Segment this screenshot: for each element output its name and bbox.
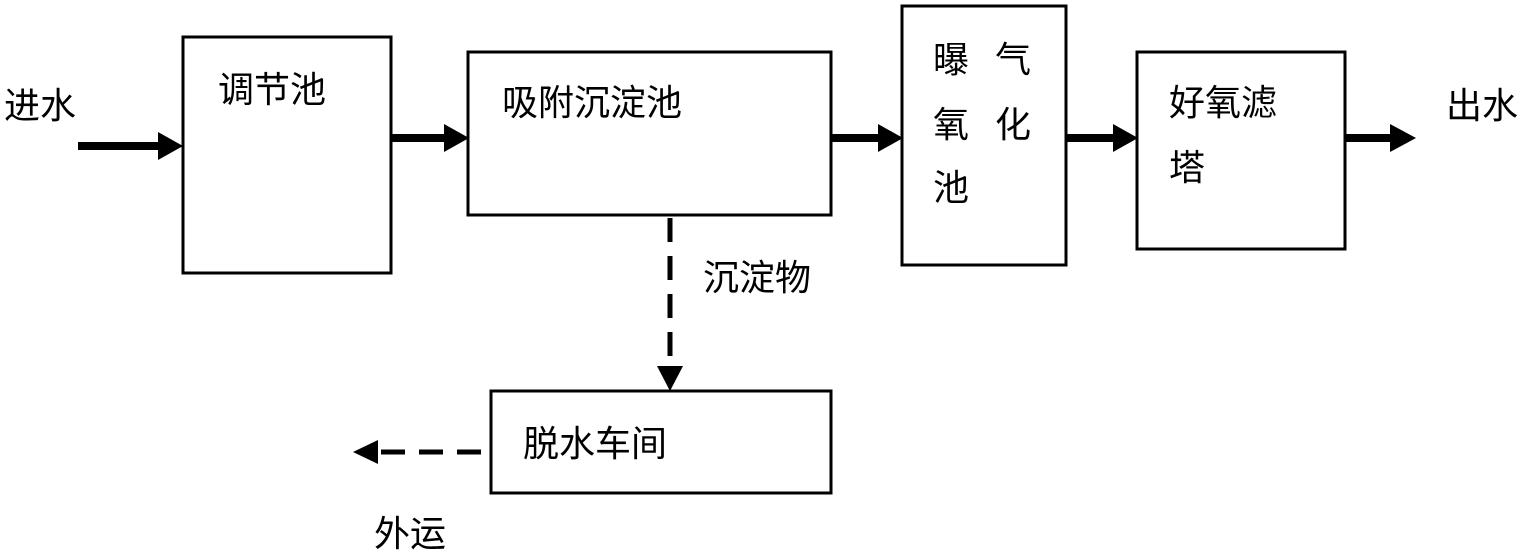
label-inlet: 进水 [4, 86, 76, 127]
box-adsorption-tank [466, 50, 833, 217]
label-regulating-tank: 调节池 [218, 70, 326, 111]
arrow-regulating-to-adsorption [391, 124, 469, 152]
label-sediment: 沉淀物 [703, 258, 811, 299]
label-aerobic-filter-line2: 塔 [1169, 148, 1205, 189]
dashed-arrow-sediment [657, 218, 683, 391]
label-adsorption-tank: 吸附沉淀池 [502, 83, 682, 124]
box-aerobic-filter [1135, 50, 1347, 251]
arrow-inlet-to-regulating [78, 132, 183, 160]
label-aeration-left-bottom: 池 [933, 168, 969, 209]
dashed-arrow-transport [353, 440, 481, 464]
box-regulating-tank [181, 35, 393, 275]
label-aeration-right-top: 气 [995, 40, 1031, 81]
label-outlet: 出水 [1446, 86, 1518, 127]
label-aerobic-filter-line1: 好氧滤 [1169, 83, 1277, 124]
box-aeration-tank [900, 4, 1068, 267]
box-dewatering-workshop [489, 389, 833, 495]
label-transport: 外运 [374, 514, 446, 555]
arrow-adsorption-to-aeration [831, 124, 903, 152]
arrow-aeration-to-filter [1066, 124, 1138, 152]
label-aeration-right-mid: 化 [995, 105, 1031, 146]
label-dewatering-workshop: 脱水车间 [523, 424, 667, 465]
arrow-filter-to-outlet [1345, 124, 1416, 152]
label-aeration-left-mid: 氧 [933, 105, 969, 146]
label-aeration-left-top: 曝 [933, 40, 969, 81]
